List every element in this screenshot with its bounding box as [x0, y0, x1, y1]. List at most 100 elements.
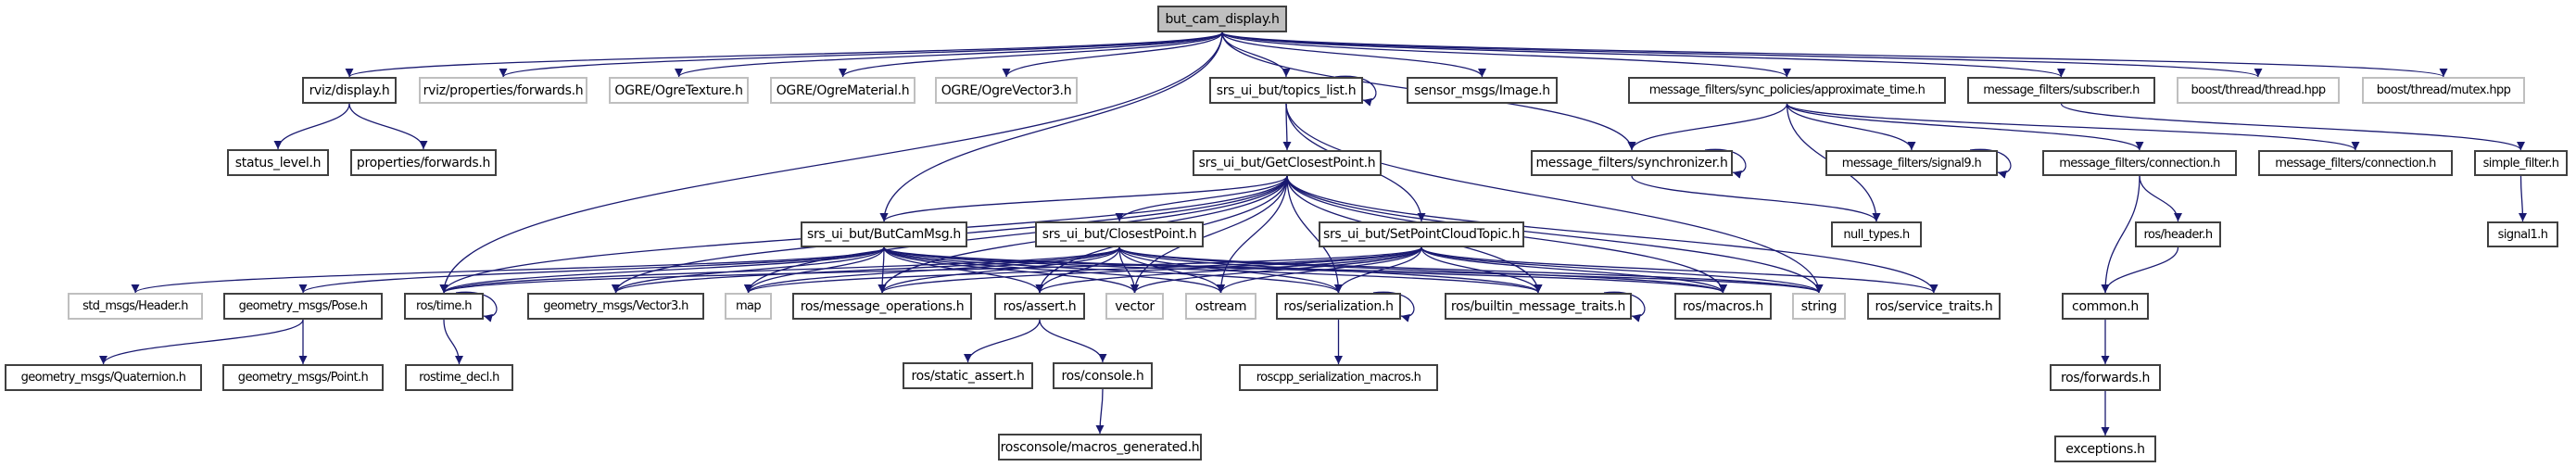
edge-ros_console-to-macros_generated	[1095, 388, 1105, 435]
node-label: rviz/properties/forwards.h	[423, 82, 584, 98]
node-ros-console[interactable]: ros/console.h	[1053, 362, 1153, 389]
edge-root-to-boost_mutex	[1221, 32, 2448, 78]
node-builtin-message-traits[interactable]: ros/builtin_message_traits.h	[1445, 293, 1632, 320]
node-label: roscpp_serialization_macros.h	[1256, 371, 1421, 385]
node-label: but_cam_display.h	[1165, 11, 1280, 27]
node-but-cam-display[interactable]: but_cam_display.h	[1157, 6, 1287, 32]
node-static-assert[interactable]: ros/static_assert.h	[903, 362, 1033, 389]
node-properties-forwards[interactable]: properties/forwards.h	[350, 149, 497, 176]
edge-mf_connection_a-to-ros_header	[2139, 175, 2183, 222]
edge-mf_subscriber-to-simple_filter	[2060, 103, 2525, 151]
node-map[interactable]: map	[725, 293, 772, 320]
node-label: ros/service_traits.h	[1875, 298, 1993, 314]
node-label: ros/builtin_message_traits.h	[1450, 298, 1626, 314]
node-common[interactable]: common.h	[2062, 293, 2149, 320]
node-null-types[interactable]: null_types.h	[1831, 221, 1922, 247]
node-macros-generated[interactable]: rosconsole/macros_generated.h	[998, 434, 1202, 461]
node-geometry-msgs-point[interactable]: geometry_msgs/Point.h	[222, 364, 384, 391]
node-label: simple_filter.h	[2482, 156, 2559, 170]
node-vector[interactable]: vector	[1105, 293, 1164, 320]
edge-root-to-sensor_image	[1221, 32, 1486, 78]
node-label: ros/assert.h	[1003, 298, 1077, 314]
node-status-level[interactable]: status_level.h	[227, 149, 329, 176]
node-label: srs_ui_but/ClosestPoint.h	[1042, 227, 1197, 242]
node-label: signal1.h	[2497, 227, 2548, 242]
node-ros-macros[interactable]: ros/macros.h	[1674, 293, 1772, 320]
node-geometry-msgs-pose[interactable]: geometry_msgs/Pose.h	[223, 293, 383, 320]
node-rviz-properties-forwards[interactable]: rviz/properties/forwards.h	[419, 77, 587, 104]
node-ros-forwards[interactable]: ros/forwards.h	[2050, 364, 2161, 391]
edge-set_pc_topic-to-msg_ops	[878, 246, 1422, 294]
node-label: message_filters/synchronizer.h	[1535, 156, 1728, 170]
node-string[interactable]: string	[1792, 293, 1846, 320]
node-message-filters-subscriber[interactable]: message_filters/subscriber.h	[1967, 77, 2155, 104]
edge-set_pc_topic-to-string	[1421, 246, 1824, 294]
edge-butcammsg-to-ros_time	[439, 246, 885, 294]
node-exceptions[interactable]: exceptions.h	[2054, 435, 2156, 462]
edge-get_closest-to-map	[744, 175, 1288, 294]
node-label: rviz/display.h	[309, 82, 390, 98]
node-boost-mutex[interactable]: boost/thread/mutex.hpp	[2362, 77, 2525, 104]
edge-set_pc_topic-to-ostream	[1217, 246, 1422, 294]
node-ostream[interactable]: ostream	[1185, 293, 1256, 320]
node-label: message_filters/connection.h	[2059, 156, 2220, 170]
edge-mf_connection_a-to-common	[2101, 175, 2140, 294]
node-message-filters-connection-b[interactable]: message_filters/connection.h	[2258, 150, 2453, 176]
node-ros-time[interactable]: ros/time.h	[404, 293, 484, 320]
edge-ros_assert-to-ros_console	[1039, 319, 1107, 363]
edge-simple_filter-to-signal1	[2518, 175, 2528, 222]
edge-ros_header-to-common	[2101, 246, 2179, 294]
node-set-point-cloud-topic[interactable]: srs_ui_but/SetPointCloudTopic.h	[1319, 221, 1524, 247]
edge-set_pc_topic-to-vector	[1130, 246, 1422, 294]
node-label: ros/header.h	[2143, 227, 2214, 242]
node-ogre-vector3[interactable]: OGRE/OgreVector3.h	[935, 77, 1078, 104]
node-approximate-time[interactable]: message_filters/sync_policies/approximat…	[1628, 77, 1946, 104]
node-message-operations[interactable]: ros/message_operations.h	[792, 293, 972, 320]
node-closest-point[interactable]: srs_ui_but/ClosestPoint.h	[1035, 221, 1204, 247]
node-label: ros/message_operations.h	[800, 298, 965, 314]
edge-get_closest-to-string	[1286, 175, 1824, 294]
node-service-traits[interactable]: ros/service_traits.h	[1867, 293, 2001, 320]
node-message-filters-connection-a[interactable]: message_filters/connection.h	[2042, 150, 2237, 176]
node-geometry-msgs-vector3[interactable]: geometry_msgs/Vector3.h	[527, 293, 704, 320]
node-butcammsg[interactable]: srs_ui_but/ButCamMsg.h	[801, 221, 967, 247]
edge-butcammsg-to-map	[744, 246, 885, 294]
node-sensor-msgs-image[interactable]: sensor_msgs/Image.h	[1407, 77, 1558, 104]
node-signal1[interactable]: signal1.h	[2487, 221, 2558, 247]
node-label: common.h	[2072, 298, 2139, 314]
node-label: srs_ui_but/topics_list.h	[1216, 82, 1357, 98]
node-ogre-material[interactable]: OGRE/OgreMaterial.h	[770, 77, 915, 104]
node-label: map	[735, 299, 762, 313]
node-ogre-texture[interactable]: OGRE/OgreTexture.h	[609, 77, 749, 104]
node-get-closest-point[interactable]: srs_ui_but/GetClosestPoint.h	[1193, 150, 1382, 176]
node-synchronizer[interactable]: message_filters/synchronizer.h	[1531, 150, 1733, 176]
edge-set_pc_topic-to-builtin_traits	[1421, 246, 1543, 294]
edge-set_pc_topic-to-ros_assert	[1035, 246, 1422, 294]
node-label: ros/macros.h	[1683, 298, 1763, 314]
node-label: srs_ui_but/ButCamMsg.h	[806, 227, 961, 242]
node-label: vector	[1115, 298, 1155, 314]
node-label: rostime_decl.h	[419, 371, 499, 385]
node-label: rosconsole/macros_generated.h	[1000, 439, 1200, 455]
node-label: ros/console.h	[1061, 368, 1144, 384]
edge-butcammsg-to-ros_assert	[883, 246, 1044, 294]
node-ros-assert[interactable]: ros/assert.h	[994, 293, 1085, 320]
node-std-msgs-header[interactable]: std_msgs/Header.h	[68, 293, 203, 320]
node-topics-list[interactable]: srs_ui_but/topics_list.h	[1209, 77, 1363, 104]
node-label: boost/thread/thread.hpp	[2191, 83, 2326, 97]
edge-get_closest-to-ostream	[1216, 175, 1288, 294]
node-label: message_filters/sync_policies/approximat…	[1648, 83, 1926, 97]
edge-root-to-butcammsg	[879, 32, 1223, 222]
node-signal9[interactable]: message_filters/signal9.h	[1825, 150, 1998, 176]
node-ros-serialization[interactable]: ros/serialization.h	[1276, 293, 1401, 320]
node-boost-thread[interactable]: boost/thread/thread.hpp	[2177, 77, 2340, 104]
node-label: geometry_msgs/Quaternion.h	[20, 371, 186, 385]
node-rostime-decl[interactable]: rostime_decl.h	[405, 364, 513, 391]
node-rviz-display[interactable]: rviz/display.h	[302, 77, 397, 104]
node-ros-header[interactable]: ros/header.h	[2135, 221, 2221, 247]
node-serialization-macros[interactable]: roscpp_serialization_macros.h	[1239, 364, 1438, 391]
node-geometry-msgs-quaternion[interactable]: geometry_msgs/Quaternion.h	[5, 364, 202, 391]
node-simple-filter[interactable]: simple_filter.h	[2474, 150, 2568, 176]
